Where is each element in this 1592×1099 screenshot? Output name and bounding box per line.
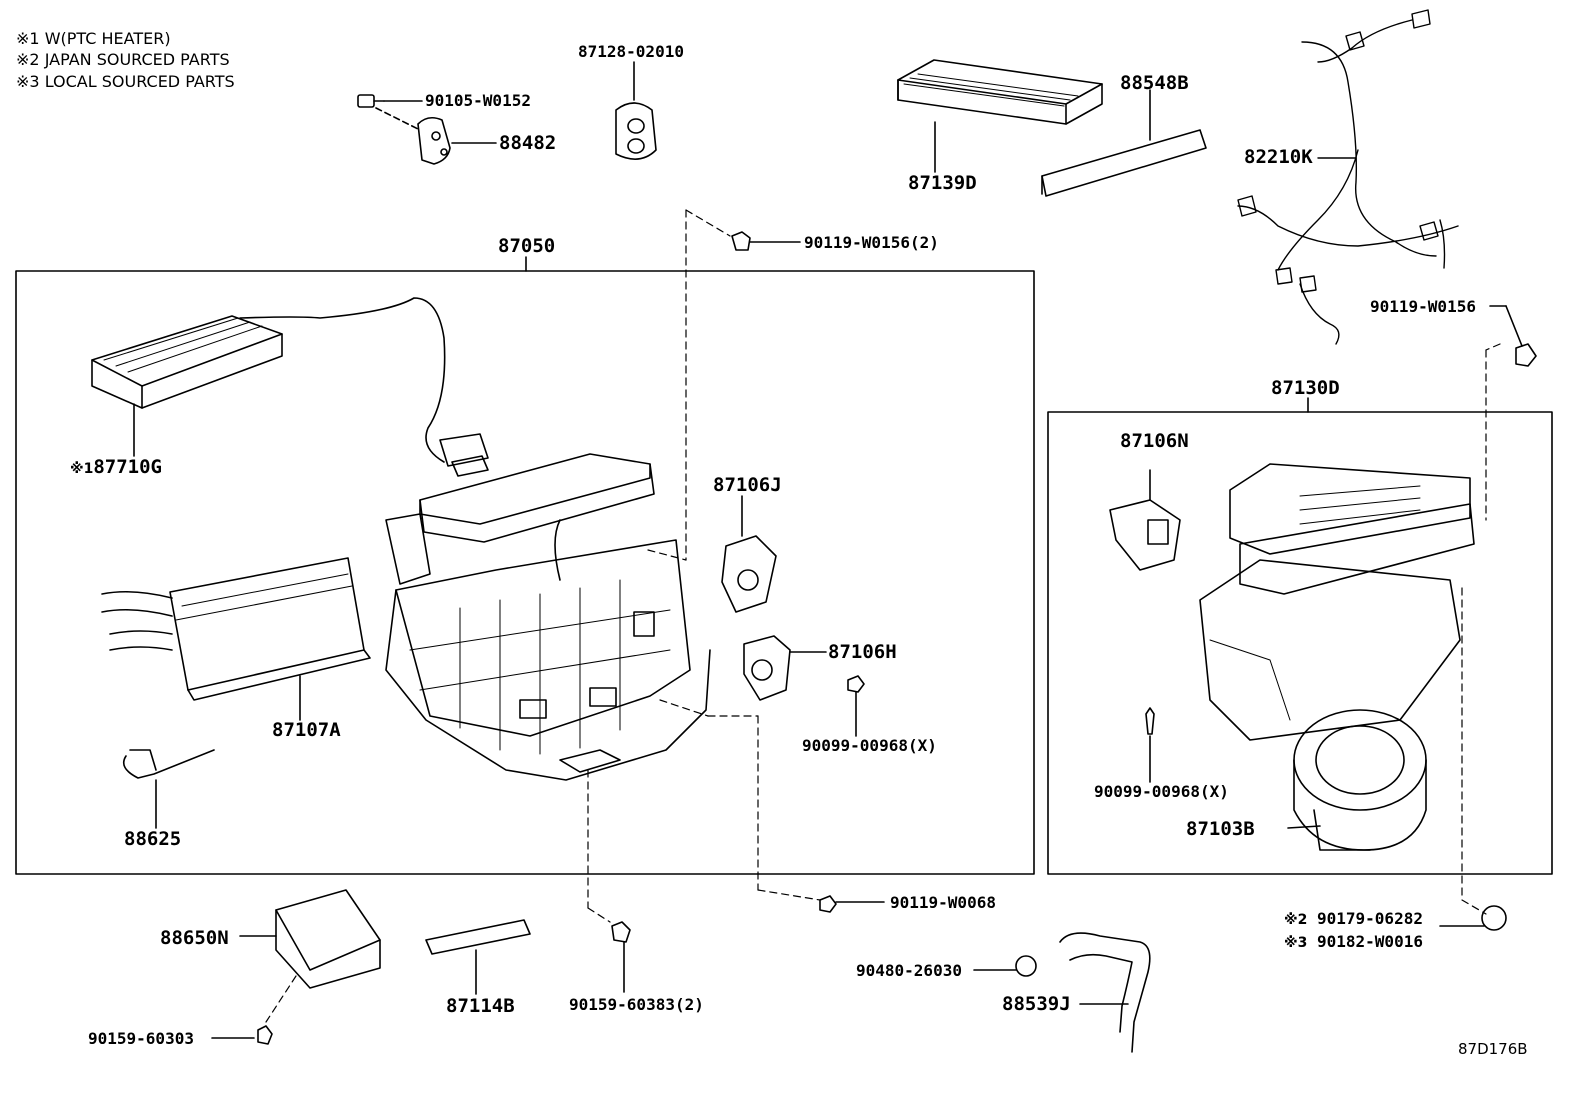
note-2: ※2 JAPAN SOURCED PARTS <box>16 52 230 68</box>
cover-88548B-graphic <box>1041 89 1207 197</box>
label-87128-02010[interactable]: 87128-02010 <box>578 42 684 61</box>
dashed-guides-right <box>1461 343 1501 915</box>
actuator-87106H-graphic <box>743 635 865 737</box>
diagram-code: 87D176B <box>1458 1040 1528 1058</box>
label-90179-text: 90179-06282 <box>1317 909 1423 928</box>
nut-90179-graphic <box>1439 905 1507 931</box>
label-88539J[interactable]: 88539J <box>1002 993 1071 1015</box>
label-87106H[interactable]: 87106H <box>828 641 897 663</box>
grommet-90480-graphic <box>973 955 1037 977</box>
label-88625[interactable]: 88625 <box>124 828 182 850</box>
note-3: ※3 LOCAL SOURCED PARTS <box>16 74 235 90</box>
ptc-heater-87710G-graphic <box>91 297 489 477</box>
label-87139D[interactable]: 87139D <box>908 172 977 194</box>
label-90119-w0156-2[interactable]: 90119-W0156(2) <box>804 233 939 252</box>
label-90179-mark: ※2 <box>1284 912 1308 928</box>
part-87128-graphic <box>615 61 657 160</box>
label-88650N[interactable]: 88650N <box>160 927 229 949</box>
screw-90159-60383-graphic <box>611 921 631 993</box>
label-87710G[interactable]: ※187710G <box>70 458 162 477</box>
label-90159-60303[interactable]: 90159-60303 <box>88 1029 194 1048</box>
label-87106N[interactable]: 87106N <box>1120 430 1189 452</box>
label-88548B[interactable]: 88548B <box>1120 72 1189 94</box>
label-blower-unit[interactable]: 87130D <box>1271 377 1340 399</box>
label-87107A[interactable]: 87107A <box>272 719 341 741</box>
label-87710G-text: 87710G <box>93 456 162 478</box>
cover-87114B-graphic <box>425 919 531 995</box>
label-90159-60383-2[interactable]: 90159-60383(2) <box>569 995 704 1014</box>
label-90099-00968-a[interactable]: 90099-00968(X) <box>802 736 937 755</box>
hvac-case-87050-graphic <box>385 453 711 781</box>
hose-88539J-graphic <box>1059 932 1151 1053</box>
label-87710G-mark: ※1 <box>70 461 94 477</box>
note-2-text: JAPAN SOURCED PARTS <box>44 50 230 69</box>
screw-90159-60303-graphic <box>211 1025 273 1045</box>
heater-core-87107A-graphic <box>101 557 371 721</box>
label-87114B[interactable]: 87114B <box>446 995 515 1017</box>
blower-unit-box <box>1047 411 1553 875</box>
screw-90119-w0156-graphic <box>1489 305 1537 367</box>
part-88482-graphic <box>417 116 497 165</box>
label-87103B[interactable]: 87103B <box>1186 818 1255 840</box>
note-3-text: LOCAL SOURCED PARTS <box>44 72 235 91</box>
label-90480-26030[interactable]: 90480-26030 <box>856 961 962 980</box>
note-3-mark: ※3 <box>16 72 40 91</box>
screw-90119-w0156-2-graphic <box>731 231 801 251</box>
filter-87139D-graphic <box>897 59 1103 173</box>
note-1-mark: ※1 <box>16 29 40 48</box>
label-82210K[interactable]: 82210K <box>1244 146 1313 168</box>
label-88482[interactable]: 88482 <box>499 132 557 154</box>
wire-harness-82210K-graphic <box>1237 9 1459 345</box>
label-90099-00968-b[interactable]: 90099-00968(X) <box>1094 782 1229 801</box>
blower-case-graphic <box>1199 463 1475 741</box>
blower-motor-87103B-graphic <box>1287 709 1427 851</box>
label-90105-w0152[interactable]: 90105-W0152 <box>425 91 531 110</box>
note-1-text: W(PTC HEATER) <box>44 29 171 48</box>
main-unit-box <box>15 270 1035 875</box>
sensor-88625-graphic <box>122 749 215 829</box>
label-90119-w0156[interactable]: 90119-W0156 <box>1370 297 1476 316</box>
screw-90119-w0068-graphic <box>819 895 885 913</box>
actuator-87106N-graphic <box>1109 469 1181 571</box>
actuator-87106J-graphic <box>721 495 777 613</box>
dashed-guides-main <box>587 549 821 923</box>
label-90179-06282[interactable]: ※2 90179-06282 <box>1284 909 1423 928</box>
bolt-90105-graphic <box>357 94 423 108</box>
note-1: ※1 W(PTC HEATER) <box>16 31 171 47</box>
module-88650N-graphic <box>239 889 381 989</box>
label-90182-text: 90182-W0016 <box>1317 932 1423 951</box>
screw-90099-b-graphic <box>1145 707 1155 783</box>
note-2-mark: ※2 <box>16 50 40 69</box>
label-90182-w0016[interactable]: ※3 90182-W0016 <box>1284 932 1423 951</box>
label-main-unit[interactable]: 87050 <box>498 235 556 257</box>
label-87106J[interactable]: 87106J <box>713 474 782 496</box>
label-90119-w0068[interactable]: 90119-W0068 <box>890 893 996 912</box>
label-90182-mark: ※3 <box>1284 935 1308 951</box>
